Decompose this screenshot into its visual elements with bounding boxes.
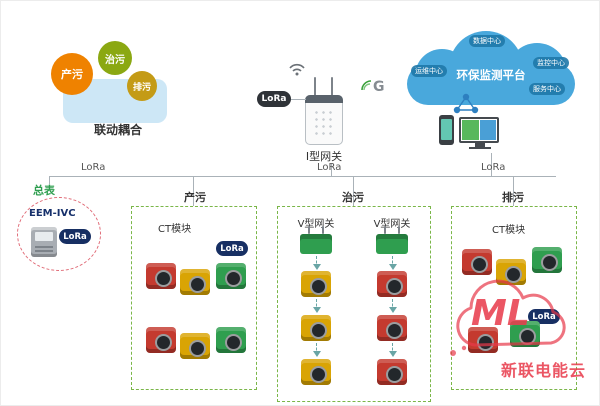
bus-stub-zone1 — [193, 176, 194, 206]
gear-discharge-label: 排污 — [132, 82, 151, 93]
phone-icon — [439, 115, 454, 145]
zone1-title: 产污 — [184, 191, 206, 204]
bus-lora-label-right: LoRa — [481, 162, 506, 173]
bus-stub-zone3 — [513, 176, 514, 206]
vgateway-a-device — [300, 234, 332, 254]
gear-produce-label: 产污 — [61, 68, 83, 81]
monitor-base — [469, 147, 491, 149]
arrow-down-icon — [389, 256, 397, 270]
vgateway-b-label: V型网关 — [373, 219, 411, 230]
arrow-down-icon — [313, 256, 321, 270]
gateway-antenna-icon — [331, 77, 333, 96]
vgateway-b-device — [376, 234, 408, 254]
arrow-down-icon — [313, 343, 321, 357]
meter-dashed-ellipse — [17, 197, 101, 271]
gear-discharge-icon: 排污 — [127, 71, 157, 101]
gateway-antenna-icon — [314, 77, 316, 96]
ct-module-yellow — [301, 315, 331, 341]
zone1-module-label: CT模块 — [158, 224, 192, 235]
cloud-node-data-center: 数据中心 — [469, 35, 505, 47]
ct-module-green — [216, 263, 246, 289]
bus-stub-gateway — [331, 163, 332, 176]
arrow-down-icon — [313, 299, 321, 313]
gear-treat-label: 治污 — [105, 54, 125, 66]
ct-module-yellow — [180, 333, 210, 359]
lora-bus-line — [49, 176, 556, 177]
cloud-platform-title: 环保监测平台 — [456, 68, 526, 82]
vgateway-antenna-icon — [398, 226, 400, 234]
watermark-brand: 新联电能云 — [501, 361, 587, 380]
ct-module-green — [532, 247, 562, 273]
zone3-title: 排污 — [502, 191, 524, 204]
zone1-box: CT模块 LoRa — [131, 206, 257, 390]
monitor-stand — [475, 143, 485, 147]
zone1-lora-badge: LoRa — [216, 241, 248, 256]
zone3-module-label: CT模块 — [492, 225, 526, 236]
ct-module-yellow — [301, 359, 331, 385]
4g-signal-arcs-icon — [361, 80, 372, 91]
ct-module-red — [377, 315, 407, 341]
arrow-down-icon — [389, 343, 397, 357]
vgateway-antenna-icon — [384, 226, 386, 234]
ct-module-green — [216, 327, 246, 353]
watermark-cloud-outline-icon — [450, 279, 566, 356]
ct-module-red — [468, 327, 498, 353]
4g-letter: G — [373, 79, 385, 95]
meter-lora-badge: LoRa — [59, 229, 91, 244]
bus-stub-cloud — [491, 153, 492, 176]
bus-lora-label-left: LoRa — [81, 162, 106, 173]
ct-module-red — [377, 359, 407, 385]
meter-device-icon — [31, 227, 57, 257]
gear-produce-icon: 产污 — [51, 53, 93, 95]
main-meter-label: 总表 — [33, 184, 55, 197]
ct-module-red — [377, 271, 407, 297]
network-users-icon — [453, 93, 479, 114]
monitor-icon — [459, 117, 499, 143]
linkage-caption: 联动耦合 — [93, 123, 142, 137]
arrow-down-icon — [389, 299, 397, 313]
ct-module-yellow — [301, 271, 331, 297]
cloud-node-ops-center: 运维中心 — [411, 65, 447, 77]
type1-gateway-device — [305, 95, 343, 145]
bus-lora-label-center: LoRa — [317, 162, 342, 173]
zone2-title: 治污 — [342, 191, 364, 204]
wifi-icon — [289, 63, 305, 76]
zone2-box: V型网关 V型网关 — [277, 206, 431, 402]
ct-module-red — [146, 327, 176, 353]
vgateway-antenna-icon — [308, 226, 310, 234]
bus-stub-zone2 — [353, 176, 354, 206]
gateway-lora-badge: LoRa — [257, 91, 291, 107]
gear-treat-icon: 治污 — [98, 41, 132, 75]
watermark-logo: ML — [471, 293, 530, 334]
cloud-node-service-center: 服务中心 — [529, 83, 565, 95]
ct-module-yellow — [180, 269, 210, 295]
ct-module-red — [146, 263, 176, 289]
cloud-node-monitor-center: 监控中心 — [533, 57, 569, 69]
badge-connector-line — [290, 99, 306, 100]
zone3-box: CT模块 LoRa — [451, 206, 577, 390]
bus-stub-meter — [49, 176, 50, 184]
vgateway-a-label: V型网关 — [297, 219, 335, 230]
meter-device-name: EEM-IVC — [29, 208, 76, 219]
ct-module-red — [462, 249, 492, 275]
type1-gateway-label: I型网关 — [305, 150, 343, 163]
vgateway-antenna-icon — [322, 226, 324, 234]
